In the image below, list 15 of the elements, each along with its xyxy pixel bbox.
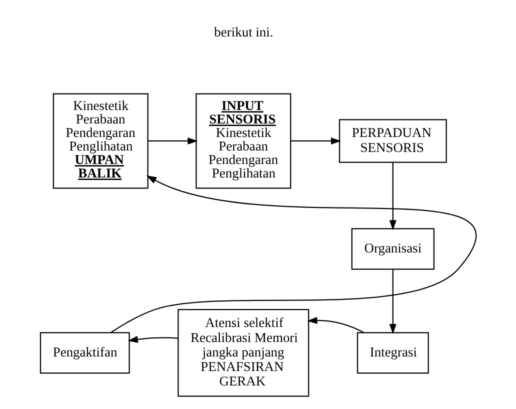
node-box: Organisasi <box>350 228 434 270</box>
arrow <box>388 269 396 334</box>
node-box: INPUT SENSORIS Kinestetik Perabaan Pendengaran Penglihatan <box>195 93 291 189</box>
arrow <box>110 176 476 334</box>
arrow <box>306 316 364 334</box>
arrow <box>148 137 198 145</box>
arrow <box>127 336 178 343</box>
node-box: Kinestetik Perabaan Pendengaran Penglihatan UMPAN BALIK <box>52 93 148 189</box>
node-box: PERPADUAN SENSORIS <box>338 119 446 163</box>
arrow <box>388 162 396 230</box>
node-box: Atensi selektif Recalibrasi Memori jangka panjang PENAFSIRAN GERAK <box>177 309 309 397</box>
arrow <box>290 137 341 145</box>
node-box: Pengaktifan <box>39 332 130 374</box>
label: berikut ini. <box>214 24 273 40</box>
node-box: Integrasi <box>356 332 428 374</box>
